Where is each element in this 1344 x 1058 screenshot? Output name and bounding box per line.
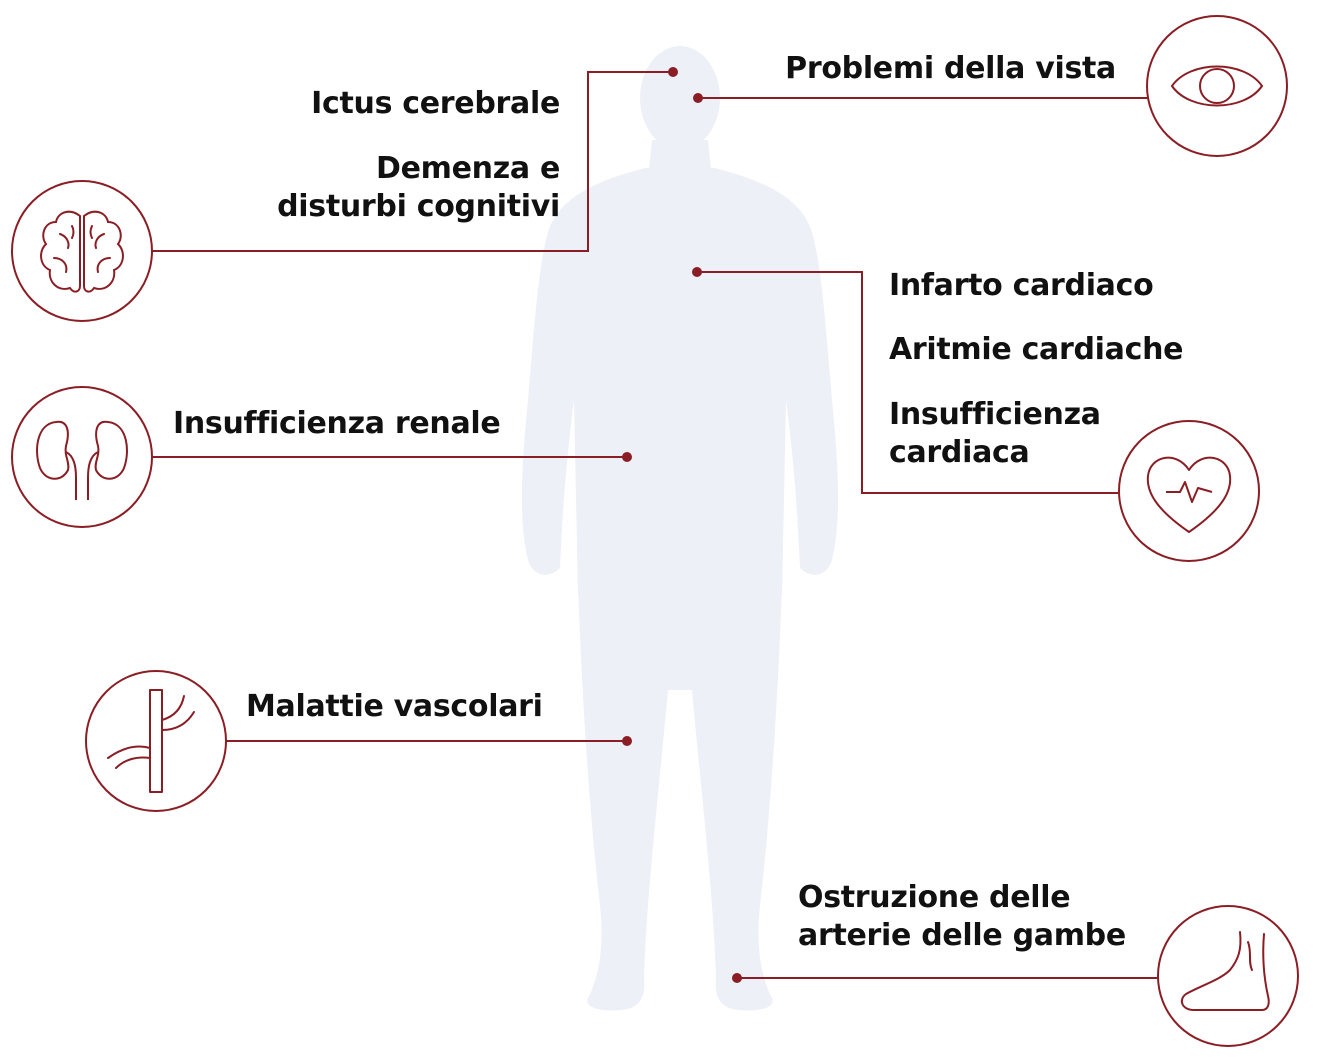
- label-aritmie-cardiache: Aritmie cardiache: [889, 332, 1184, 367]
- marker-vessel: [622, 736, 632, 746]
- label-ostruzione-line2: arterie delle gambe: [798, 918, 1126, 953]
- label-malattie-vascolari: Malattie vascolari: [246, 689, 543, 724]
- marker-head: [668, 67, 678, 77]
- label-ostruzione-line1: Ostruzione delle: [798, 880, 1071, 915]
- connector-heart: [697, 271, 1118, 494]
- brain-icon: [11, 180, 153, 322]
- label-problemi-vista: Problemi della vista: [785, 51, 1116, 86]
- connector-brain: [152, 71, 673, 252]
- marker-foot: [732, 973, 742, 983]
- heart-pulse-icon: [1118, 420, 1260, 562]
- blood-vessel-icon: [85, 670, 227, 812]
- label-demenza-line1: Demenza e: [375, 151, 560, 186]
- eye-icon: [1146, 15, 1288, 157]
- human-silhouette: [521, 46, 839, 1011]
- label-insufficienza-cardiaca-line2: cardiaca: [889, 435, 1030, 470]
- connector-lines: [152, 71, 1158, 979]
- label-insufficienza-cardiaca-line1: Insufficienza: [889, 397, 1101, 432]
- kidneys-icon: [11, 386, 153, 528]
- marker-kidney: [622, 452, 632, 462]
- label-insufficienza-renale: Insufficienza renale: [173, 406, 501, 441]
- label-ictus-cerebrale: Ictus cerebrale: [311, 86, 560, 121]
- foot-icon: [1157, 905, 1299, 1047]
- marker-eye: [693, 93, 703, 103]
- marker-heart: [692, 267, 702, 277]
- organ-markers: [622, 67, 742, 983]
- label-infarto-cardiaco: Infarto cardiaco: [889, 268, 1154, 303]
- label-demenza-line2: disturbi cognitivi: [277, 189, 560, 224]
